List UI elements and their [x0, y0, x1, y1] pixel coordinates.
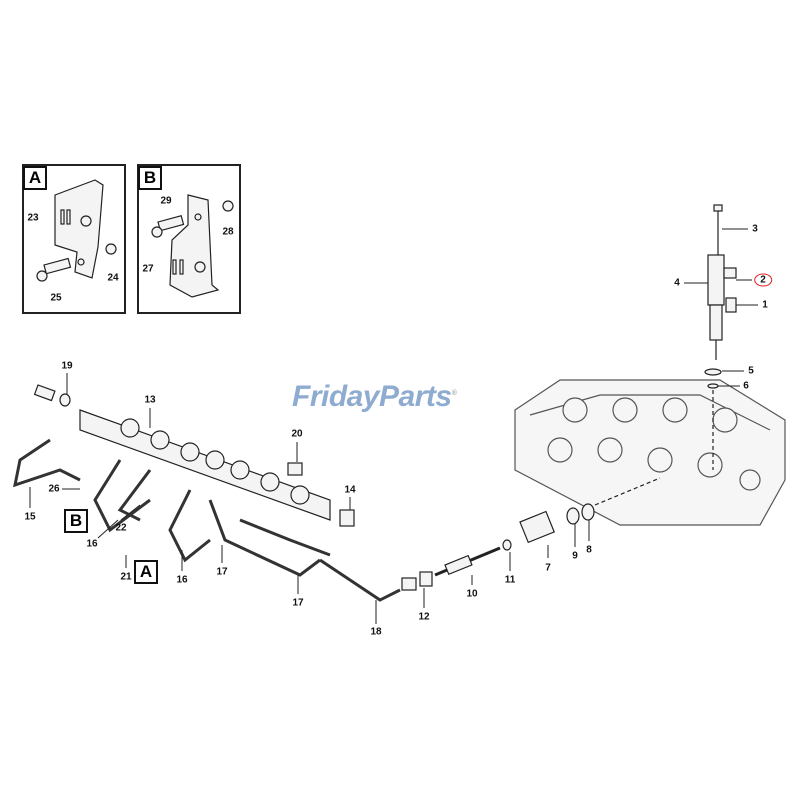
callout-29[interactable]: 29 — [160, 195, 172, 207]
callout-23[interactable]: 23 — [27, 212, 39, 224]
callout-18[interactable]: 18 — [370, 626, 382, 638]
callout-9[interactable]: 9 — [572, 550, 578, 562]
callout-28[interactable]: 28 — [222, 226, 234, 238]
fridayparts-logo: FridayParts® — [292, 380, 457, 414]
callout-25[interactable]: 25 — [50, 292, 62, 304]
inset-b-frame — [137, 164, 241, 314]
callout-16[interactable]: 16 — [86, 538, 98, 550]
logo-registered-mark: ® — [451, 390, 457, 397]
inset-a-frame — [22, 164, 126, 314]
bracket-a — [36, 179, 117, 282]
callout-5[interactable]: 5 — [748, 365, 754, 377]
callout-2-highlighted[interactable]: 2 — [754, 273, 772, 287]
cylinder-head — [514, 379, 786, 526]
injector — [704, 204, 737, 470]
callout-20[interactable]: 20 — [291, 428, 303, 440]
callout-21[interactable]: 21 — [120, 571, 132, 583]
callout-17[interactable]: 17 — [216, 566, 228, 578]
callout-24[interactable]: 24 — [107, 272, 119, 284]
callout-13[interactable]: 13 — [144, 394, 156, 406]
fuel-pipes — [13, 438, 401, 602]
callout-19[interactable]: 19 — [61, 360, 73, 372]
callout-7[interactable]: 7 — [545, 562, 551, 574]
inset-b-label: B — [138, 166, 162, 190]
logo-text: FridayParts — [292, 380, 452, 413]
fuel-rail — [33, 384, 355, 527]
callout-8[interactable]: 8 — [586, 544, 592, 556]
callout-12[interactable]: 12 — [418, 611, 430, 623]
detail-marker-a: A — [134, 560, 158, 584]
callout-22[interactable]: 22 — [115, 522, 127, 534]
bracket-b — [151, 194, 234, 298]
callout-16[interactable]: 16 — [176, 574, 188, 586]
callout-27[interactable]: 27 — [142, 263, 154, 275]
callout-6[interactable]: 6 — [743, 380, 749, 392]
callout-17[interactable]: 17 — [292, 597, 304, 609]
inset-a-label: A — [23, 166, 47, 190]
callout-15[interactable]: 15 — [24, 511, 36, 523]
leader-lines — [29, 228, 758, 624]
callout-4[interactable]: 4 — [674, 277, 680, 289]
callout-14[interactable]: 14 — [344, 484, 356, 496]
callout-1[interactable]: 1 — [762, 299, 768, 311]
detail-marker-b: B — [64, 509, 88, 533]
callout-10[interactable]: 10 — [466, 588, 478, 600]
callout-26[interactable]: 26 — [48, 483, 60, 495]
callout-3[interactable]: 3 — [752, 223, 758, 235]
high-pressure-line — [401, 477, 661, 591]
callout-11[interactable]: 11 — [504, 574, 516, 586]
